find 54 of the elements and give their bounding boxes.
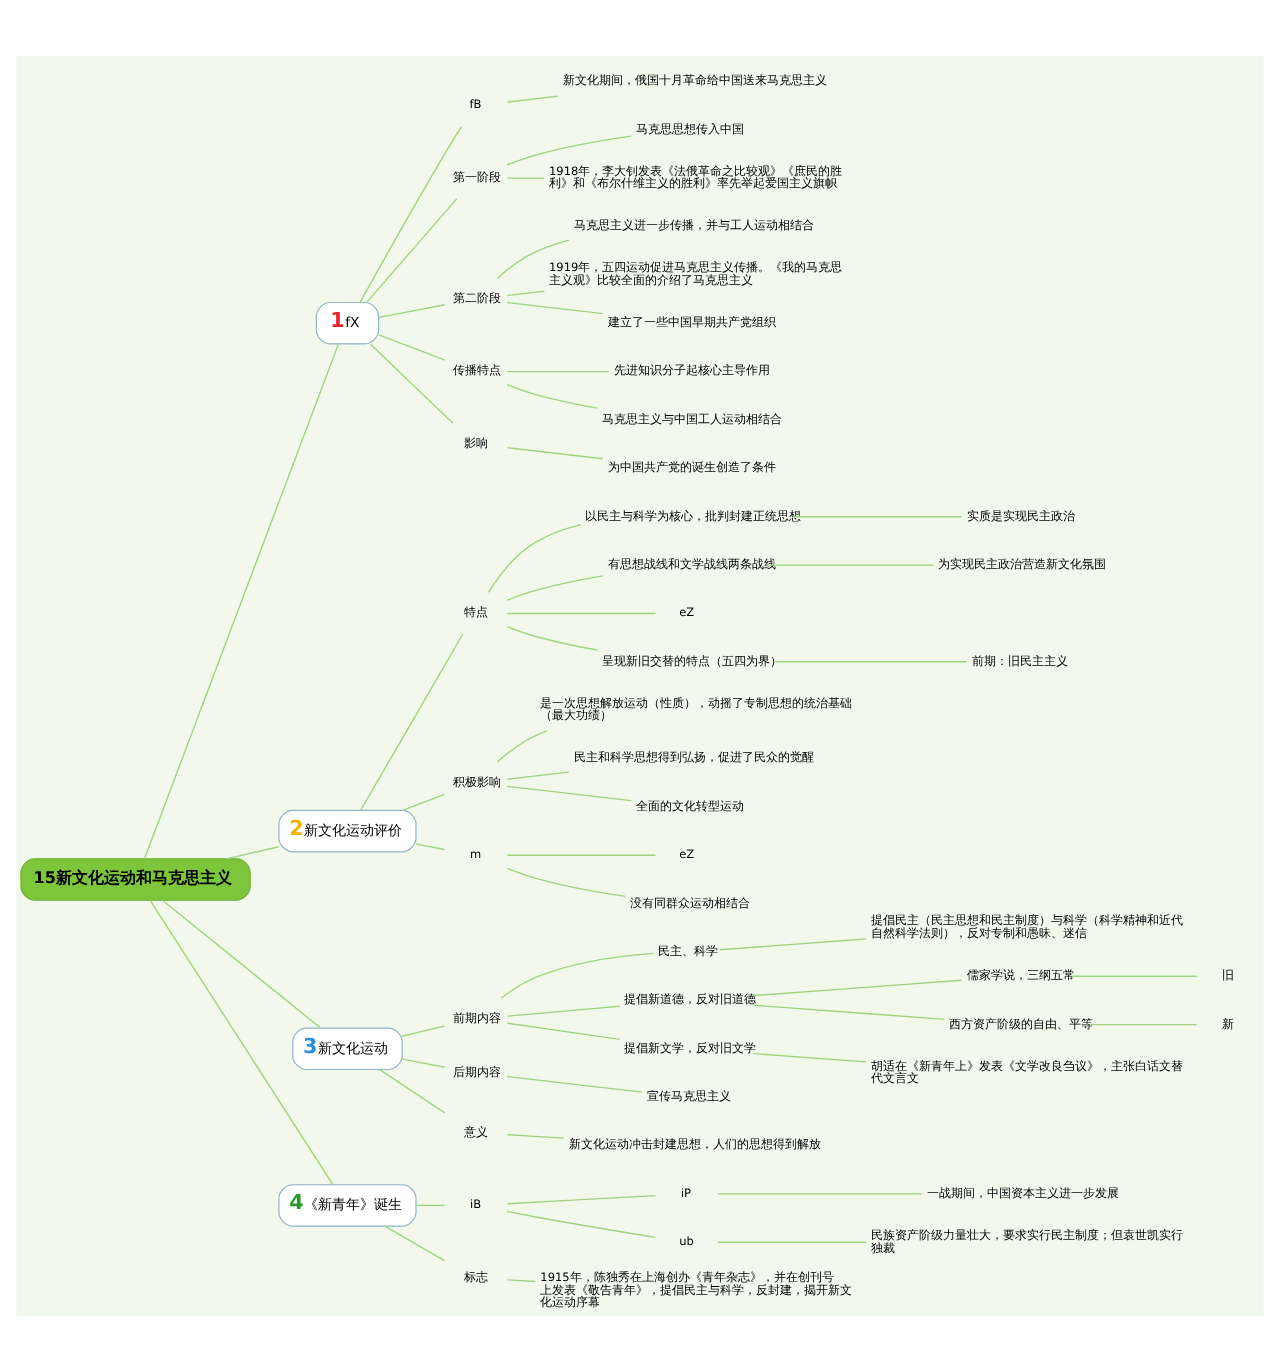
- connector: [717, 1193, 923, 1195]
- connector: [402, 793, 446, 811]
- connector: [718, 938, 867, 951]
- connector: [775, 661, 968, 663]
- connector: [506, 301, 604, 315]
- connector: [769, 564, 935, 566]
- connector: [506, 95, 559, 103]
- connector: [401, 1025, 446, 1037]
- connector: [1071, 975, 1198, 977]
- connector: [500, 952, 655, 999]
- connector: [506, 1022, 621, 1041]
- connector: [717, 1241, 867, 1243]
- connector: [506, 1194, 657, 1205]
- connector: [506, 575, 604, 601]
- connector: [753, 1052, 867, 1063]
- connector: [384, 1225, 446, 1262]
- connector: [506, 384, 599, 409]
- connector: [506, 1134, 565, 1139]
- connector: [506, 290, 546, 297]
- connector: [506, 1075, 643, 1093]
- connector: [753, 979, 963, 997]
- connector: [792, 516, 963, 518]
- connector: [506, 135, 632, 166]
- connector: [506, 1005, 621, 1017]
- connector: [369, 343, 454, 424]
- connector: [378, 304, 446, 319]
- connector: [506, 771, 570, 780]
- connector: [366, 198, 458, 304]
- connector: [506, 785, 632, 802]
- connector: [1089, 1023, 1198, 1026]
- connector: [359, 125, 463, 303]
- connector: [506, 1210, 656, 1239]
- connector: [226, 846, 280, 860]
- connector: [496, 239, 570, 279]
- connector: [360, 633, 464, 811]
- connector: [506, 867, 627, 898]
- connector: [753, 1004, 946, 1021]
- connector: [506, 370, 610, 373]
- connector: [496, 730, 548, 763]
- connector: [378, 334, 446, 361]
- connector: [506, 625, 599, 651]
- connector: [487, 523, 582, 594]
- connector: [379, 1068, 446, 1114]
- connector: [506, 854, 657, 856]
- connector: [415, 1204, 446, 1207]
- connector: [143, 343, 340, 860]
- connector: [506, 446, 604, 460]
- connector: [149, 899, 334, 1185]
- connector: [506, 1279, 537, 1283]
- connector: [161, 899, 322, 1029]
- connector: [415, 843, 446, 851]
- connector: [401, 1058, 446, 1068]
- connector: [506, 177, 546, 179]
- connector: [506, 612, 657, 615]
